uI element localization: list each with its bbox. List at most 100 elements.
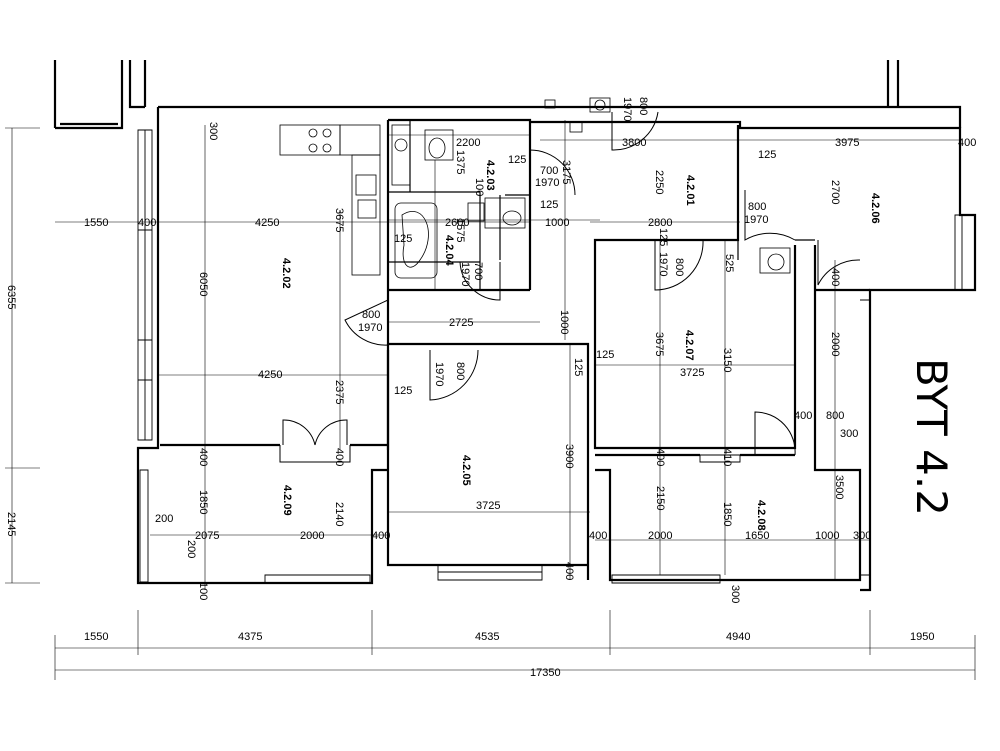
dimension-value: 2375 [333,380,345,404]
dimension-value: 3975 [835,137,859,149]
dimension-value: 1550 [84,217,108,229]
room-labels: 4.2.02 4.2.03 4.2.04 4.2.01 4.2.06 4.2.0… [280,160,881,531]
dimension-value: 4375 [238,631,262,643]
fixtures [279,97,791,279]
dimension-value: 125 [758,149,776,161]
windows [137,129,976,584]
dimension-value: 3800 [622,137,646,149]
doors [279,111,861,463]
room-label: 4.2.07 [683,330,695,361]
dimension-value: 6355 [5,285,17,309]
room-label: 4.2.02 [280,258,292,289]
dimension-value: 3675 [333,208,345,232]
door-width-label: 700 [472,262,484,280]
dimension-value: 400 [589,530,607,542]
dimension-value: 4940 [726,631,750,643]
dimension-value: 125 [508,154,526,166]
dimension-value: 1575 [454,218,466,242]
door-height-label: 1970 [433,362,445,386]
dimension-value: 1000 [815,530,839,542]
dimension-value: 400 [958,137,976,149]
dimension-value: 200 [155,513,173,525]
dimension-value: 3175 [560,160,572,184]
dimension-value: 1850 [197,490,209,514]
dimension-value: 1000 [558,310,570,334]
room-label: 4.2.01 [684,175,696,206]
door-width-label: 700 [540,165,558,177]
dimension-value: 1000 [545,217,569,229]
dimension-value: 300 [207,122,219,140]
dimension-value: 400 [372,530,390,542]
dimension-value: 100 [473,178,485,196]
door-height-label: 1970 [621,97,633,121]
dimension-value: 1550 [84,631,108,643]
dimension-texts: 1550 4375 4535 4940 1950 17350 6355 2145… [5,122,976,679]
dimension-value: 125 [657,228,669,246]
dimension-value: 400 [794,410,812,422]
dimension-value: 2200 [456,137,480,149]
dimension-value: 400 [654,448,666,466]
dimension-value: 125 [596,349,614,361]
door-height-label: 1970 [358,322,382,334]
room-label: 4.2.06 [869,193,881,224]
room-label: 4.2.03 [484,160,496,191]
dimension-value: 1950 [910,631,934,643]
dimension-value: 2145 [5,512,17,536]
dimension-value: 2075 [195,530,219,542]
dimension-value: 400 [138,217,156,229]
dimension-value: 125 [394,233,412,245]
overall-dimension: 17350 [530,667,561,679]
door-width-label: 800 [362,309,380,321]
dimension-value: 4250 [258,369,282,381]
dimension-value: 3150 [721,348,733,372]
dimension-value: 400 [563,562,575,580]
door-width-label: 800 [637,97,649,115]
door-width-label: 800 [748,201,766,213]
dimension-value: 400 [333,448,345,466]
dimension-value: 2000 [300,530,324,542]
dimension-value: 1650 [745,530,769,542]
door-width-label: 800 [673,258,685,276]
dimension-value: 3500 [833,475,845,499]
dimension-value: 1850 [721,502,733,526]
dimension-lines [5,120,976,680]
dimension-value: 125 [394,385,412,397]
room-label: 4.2.09 [281,485,293,516]
dimension-value: 400 [829,268,841,286]
dimension-value: 2600 [445,217,469,229]
dimension-value: 300 [729,585,741,603]
dimension-value: 1375 [454,150,466,174]
dimension-value: 3725 [476,500,500,512]
dimension-value: 2250 [653,170,665,194]
dimension-value: 800 [826,410,844,422]
dimension-value: 3900 [563,444,575,468]
dimension-value: 2150 [654,486,666,510]
room-label: 4.2.05 [460,455,472,486]
door-labels: 700 1970 800 1970 800 1970 800 1970 800 … [358,97,768,386]
dimension-value: 3675 [653,332,665,356]
dimension-value: 3725 [680,367,704,379]
door-height-label: 1970 [535,177,559,189]
dimension-value: 300 [853,530,871,542]
room-label: 4.2.08 [755,500,767,531]
dimension-value: 410 [721,448,733,466]
dimension-value: 100 [197,582,209,600]
dimension-value: 2140 [333,502,345,526]
dimension-value: 4250 [255,217,279,229]
dimension-value: 6050 [197,272,209,296]
dimension-value: 2000 [648,530,672,542]
dimension-value: 300 [840,428,858,440]
plan-title: BYT 4.2 [907,358,956,516]
dimension-value: 525 [723,254,735,272]
dimension-value: 2700 [829,180,841,204]
dimension-value: 2725 [449,317,473,329]
dimension-value: 125 [572,358,584,376]
door-height-label: 1970 [459,262,471,286]
dimension-value: 400 [197,448,209,466]
dimension-value: 200 [185,540,197,558]
dimension-value: 4535 [475,631,499,643]
door-width-label: 800 [454,362,466,380]
dimension-value: 125 [540,199,558,211]
dimension-value: 2800 [648,217,672,229]
